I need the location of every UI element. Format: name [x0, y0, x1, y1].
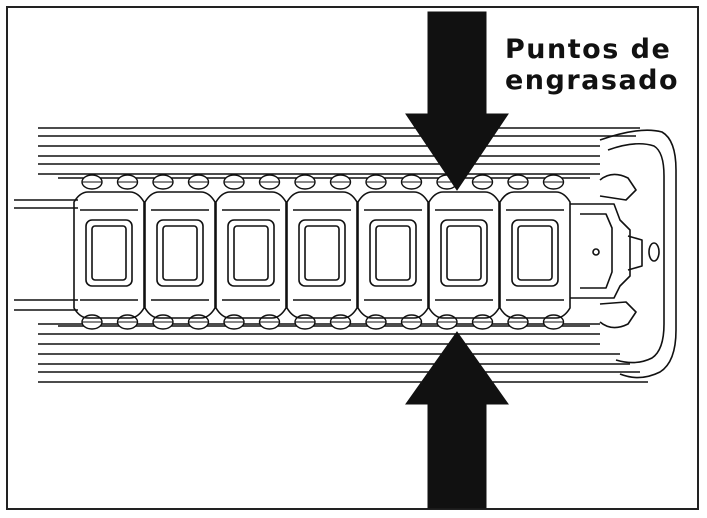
- carriage-segment: [215, 191, 287, 319]
- callout-label: Puntos de engrasado: [505, 34, 679, 96]
- carriage-segment: [499, 191, 571, 319]
- carriage-segment: [286, 191, 358, 319]
- arrow-bottom: [405, 331, 509, 509]
- callout-line-1: Puntos de: [505, 34, 672, 65]
- callout-line-2: engrasado: [505, 65, 680, 96]
- figure-border: [6, 6, 699, 510]
- carriage-segment: [73, 191, 145, 319]
- carriage-segment: [357, 191, 429, 319]
- rail-end-cap: [570, 129, 677, 379]
- rail-top-lines: [38, 127, 640, 175]
- carriage-segment: [144, 191, 216, 319]
- rail-bottom-lines: [38, 323, 648, 383]
- carriage-segment: [428, 191, 500, 319]
- arrow-top: [405, 11, 509, 191]
- ball-carriage: [73, 191, 571, 319]
- rail-left-edge: [14, 199, 78, 311]
- ball-row-top: [58, 174, 590, 190]
